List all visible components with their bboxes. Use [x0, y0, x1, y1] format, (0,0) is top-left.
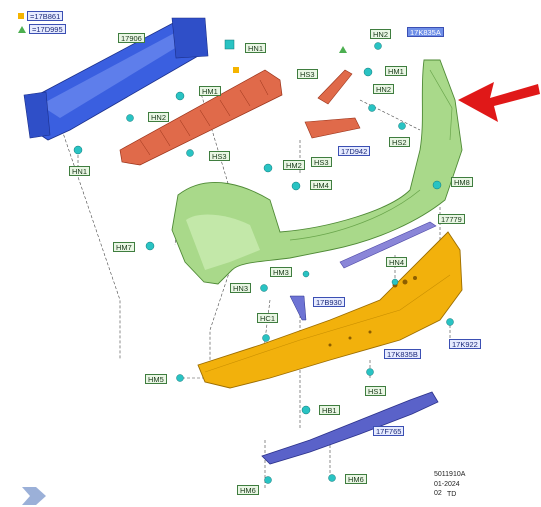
callout-hn1: HN1 [69, 166, 91, 176]
callout-17b930: 17B930 [313, 297, 345, 307]
callout-hn2: HN2 [373, 84, 395, 94]
drawing-date: 01-2024 02 [434, 481, 460, 497]
callout-hn4: HN4 [386, 257, 408, 267]
callout-17779: 17779 [438, 214, 465, 224]
callout-hm6: HM6 [345, 474, 367, 484]
callout-hs3: HS3 [311, 157, 332, 167]
callout-17k835a: 17K835A [407, 27, 444, 37]
drawing-code: 5011910A [434, 471, 466, 478]
callout-17f765: 17F765 [373, 426, 405, 436]
callout-hs3: HS3 [297, 69, 318, 79]
callout-hb1: HB1 [319, 405, 340, 415]
callout-hs1: HS1 [365, 386, 386, 396]
fasteners [73, 39, 454, 484]
callout-hm1: HM1 [385, 66, 407, 76]
red-arrow-icon [458, 82, 540, 122]
triangle-marker [339, 46, 347, 53]
callout-17k922: 17K922 [449, 339, 481, 349]
triangle-icon [18, 25, 26, 33]
callout-17906: 17906 [118, 33, 145, 43]
bumper-cover [171, 59, 463, 285]
reinforcement-beam [23, 17, 209, 141]
callout-hn3: HN3 [230, 283, 252, 293]
square-marker [233, 67, 239, 73]
corner-arrow-icon [22, 487, 46, 505]
legend-row-triangle: =17D995 [18, 24, 66, 34]
callout-hn1: HN1 [245, 43, 267, 53]
lower-skid-17f765 [261, 391, 439, 465]
callout-hm6: HM6 [237, 485, 259, 495]
callout-hn2: HN2 [370, 29, 392, 39]
bracket-17b930 [289, 295, 307, 321]
legend-row-square: =17B861 [18, 11, 64, 21]
callout-17k835b: 17K835B [384, 349, 421, 359]
callout-17d942: 17D942 [338, 146, 371, 156]
drawing-suffix: TD [447, 491, 457, 498]
callout-hm5: HM5 [145, 374, 167, 384]
legend-code: =17B861 [27, 11, 64, 21]
callout-hs3: HS3 [209, 151, 230, 161]
bracket-17d942 [304, 117, 361, 139]
legend-code: =17D995 [29, 24, 66, 34]
callout-hm8: HM8 [451, 177, 473, 187]
callout-hc1: HC1 [257, 313, 279, 323]
callout-hm7: HM7 [113, 242, 135, 252]
callout-hm1: HM1 [199, 86, 221, 96]
bracket-hs3 [317, 69, 353, 105]
callout-hn2: HN2 [148, 112, 170, 122]
square-icon [18, 13, 24, 19]
callout-hm2: HM2 [283, 160, 305, 170]
callout-hm3: HM3 [270, 267, 292, 277]
strip-17779 [339, 221, 437, 269]
callout-hm4: HM4 [310, 180, 332, 190]
callout-hs2: HS2 [389, 137, 410, 147]
energy-absorber [119, 69, 283, 166]
